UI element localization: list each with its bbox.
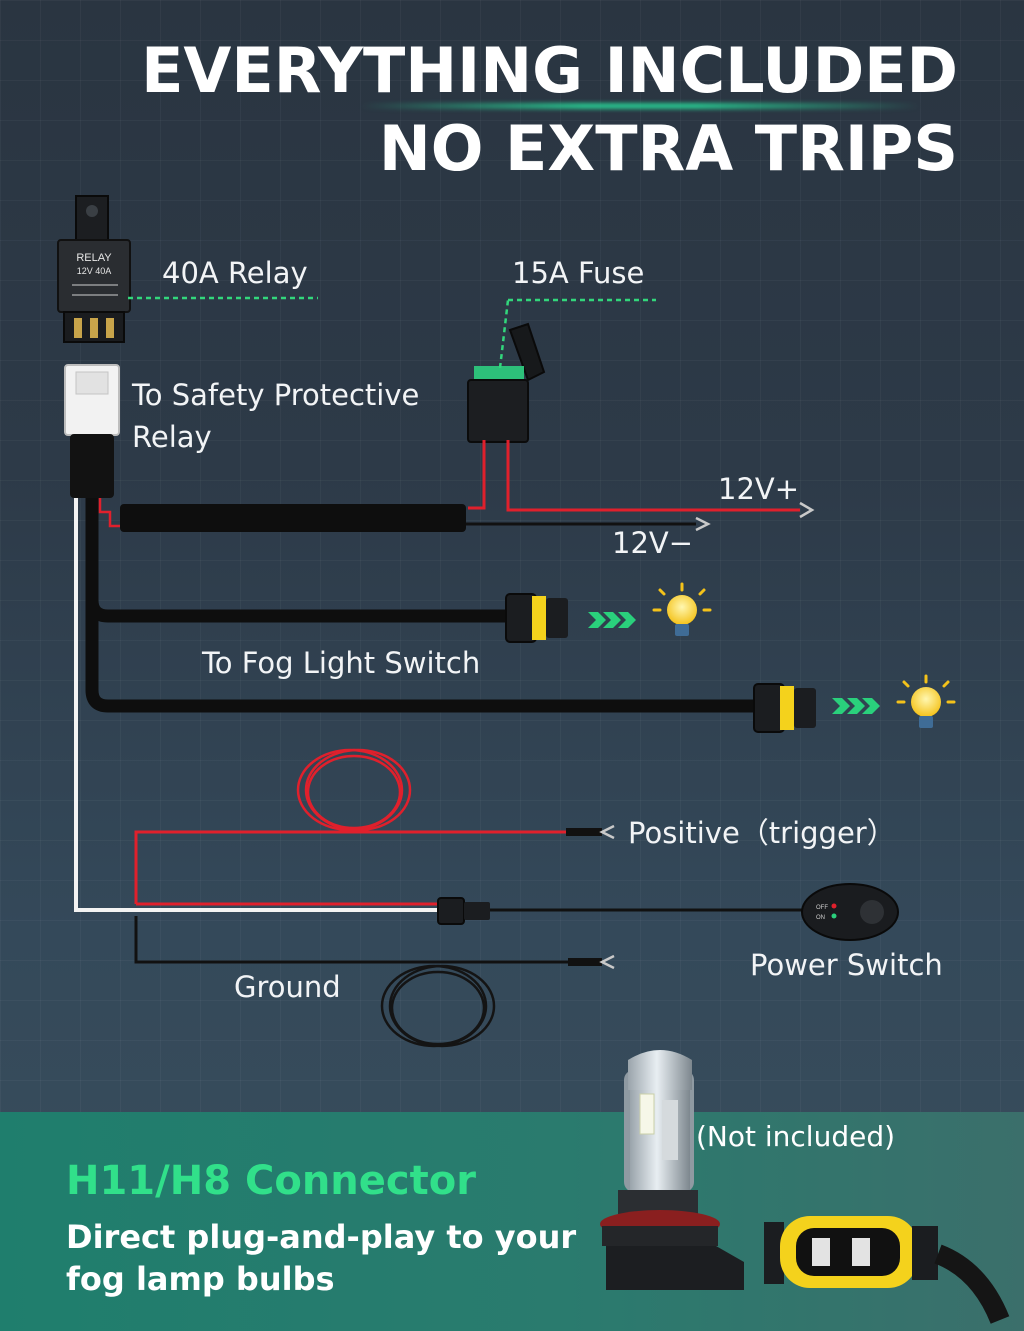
- fog-branch-2: [85, 600, 756, 713]
- title-glow: [360, 103, 920, 109]
- white-wire: [74, 498, 440, 912]
- not-included-note: (Not included): [696, 1120, 896, 1153]
- ring-terminal-positive: [799, 501, 815, 519]
- ground-wire-end: [568, 958, 602, 966]
- fuse-wire-in: [468, 440, 486, 510]
- label-power-switch: Power Switch: [750, 948, 943, 982]
- label-12v-positive: 12V+: [718, 472, 800, 506]
- connector-heading: H11/H8 Connector: [66, 1158, 476, 1204]
- red-coil: [296, 748, 412, 832]
- switch-connector: [437, 897, 490, 925]
- wire-12v-positive: [506, 440, 800, 512]
- label-fuse: 15A Fuse: [512, 256, 645, 290]
- switch-on-text: ON: [816, 915, 825, 921]
- lamp-icon-1: [652, 582, 712, 636]
- relay-text-1: RELAY: [76, 252, 112, 264]
- label-relay: 40A Relay: [162, 256, 308, 290]
- label-positive-trigger: Positive（trigger）: [628, 816, 896, 850]
- h11-connector: [764, 1216, 1010, 1324]
- main-sleeve: [120, 504, 466, 532]
- ring-terminal-positive-trigger: [599, 824, 615, 840]
- headline-line-1: EVERYTHING INCLUDED: [141, 34, 958, 107]
- fog-connector-2: [753, 683, 816, 733]
- black-coil: [380, 964, 496, 1048]
- wire-ground: [134, 916, 568, 964]
- wire-positive-trigger: [134, 830, 566, 904]
- connector-description: Direct plug-and-play to your fog lamp bu…: [66, 1218, 577, 1299]
- ring-terminal-negative: [695, 516, 711, 532]
- label-ground: Ground: [234, 970, 341, 1004]
- relay-socket: [64, 364, 120, 498]
- positive-wire-end: [566, 828, 602, 836]
- fuse-holder: [467, 322, 546, 443]
- fog-bulb: [600, 1050, 744, 1290]
- headline-line-2: NO EXTRA TRIPS: [378, 112, 958, 185]
- switch-off-text: OFF: [816, 905, 828, 911]
- arrows-1: [588, 612, 636, 628]
- lamp-icon-2: [896, 674, 956, 728]
- label-fog-switch: To Fog Light Switch: [202, 646, 481, 680]
- label-12v-negative: 12V−: [612, 526, 694, 560]
- power-switch: OFF ON: [801, 883, 899, 941]
- fog-connector-1: [505, 593, 568, 643]
- arrows-2: [832, 698, 880, 714]
- relay-text-2: 12V 40A: [77, 266, 112, 276]
- ring-terminal-ground: [599, 954, 615, 970]
- label-safety-line-2: Relay: [132, 420, 212, 454]
- fuse-leader-line-1: [498, 299, 510, 369]
- relay: RELAY 12V 40A: [57, 195, 131, 343]
- label-safety-line-1: To Safety Protective: [132, 378, 420, 412]
